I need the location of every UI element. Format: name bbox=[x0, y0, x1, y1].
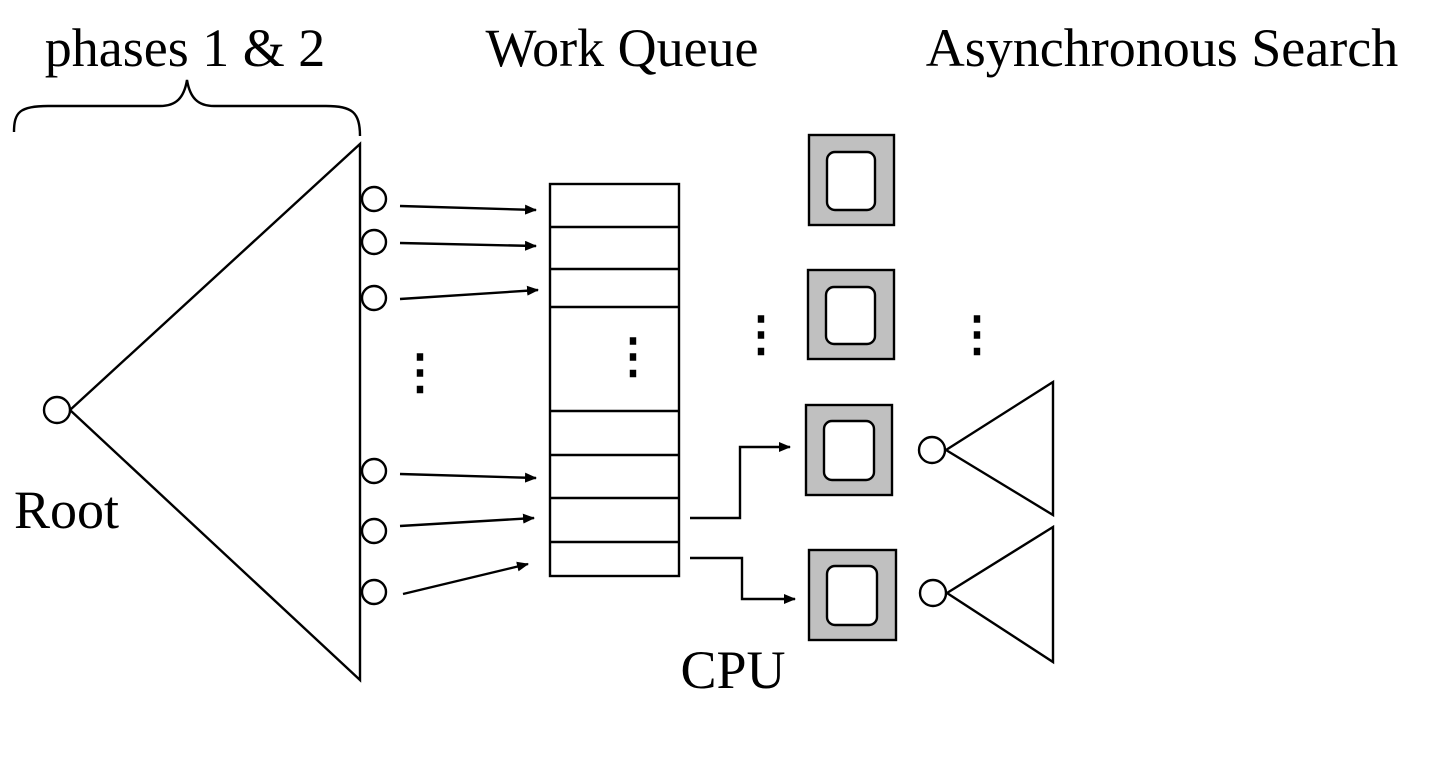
cpu-unit bbox=[806, 268, 896, 361]
enqueue-arrow bbox=[399, 472, 537, 483]
enqueue-arrow bbox=[399, 204, 537, 215]
search-tree-triangle bbox=[68, 141, 362, 683]
subtree-triangle bbox=[944, 524, 1055, 665]
subtree-root-node bbox=[917, 435, 947, 465]
work-queue-label: Work Queue bbox=[485, 18, 758, 78]
enqueue-arrow bbox=[399, 240, 537, 251]
cpu-unit bbox=[804, 403, 894, 497]
frontier-node bbox=[360, 185, 388, 213]
subtree-root-node bbox=[918, 578, 948, 608]
enqueue-arrow bbox=[399, 513, 535, 528]
cpu-unit bbox=[807, 548, 898, 642]
subtree-triangle bbox=[943, 379, 1055, 518]
frontier-ellipsis: ⋮ bbox=[396, 346, 444, 399]
frontier-node bbox=[360, 517, 388, 545]
root-label: Root bbox=[14, 480, 119, 540]
async-ellipsis: ⋮ bbox=[953, 308, 1001, 361]
frontier-node bbox=[360, 457, 388, 485]
cpu-ellipsis: ⋮ bbox=[737, 308, 785, 361]
dequeue-arrow bbox=[690, 556, 796, 604]
frontier-node bbox=[360, 578, 388, 606]
enqueue-arrow bbox=[402, 561, 529, 596]
cpu-label: CPU bbox=[680, 640, 785, 700]
phases-brace bbox=[12, 79, 362, 137]
enqueue-arrow bbox=[399, 285, 539, 301]
cpu-unit bbox=[807, 133, 896, 227]
queue-ellipsis: ⋮ bbox=[609, 330, 657, 383]
dequeue-arrow bbox=[690, 442, 791, 520]
phases-label: phases 1 & 2 bbox=[45, 18, 325, 78]
work-queue bbox=[548, 182, 681, 578]
frontier-node bbox=[360, 228, 388, 256]
root-node bbox=[42, 395, 72, 425]
async-search-label: Asynchronous Search bbox=[926, 18, 1398, 78]
frontier-node bbox=[360, 284, 388, 312]
